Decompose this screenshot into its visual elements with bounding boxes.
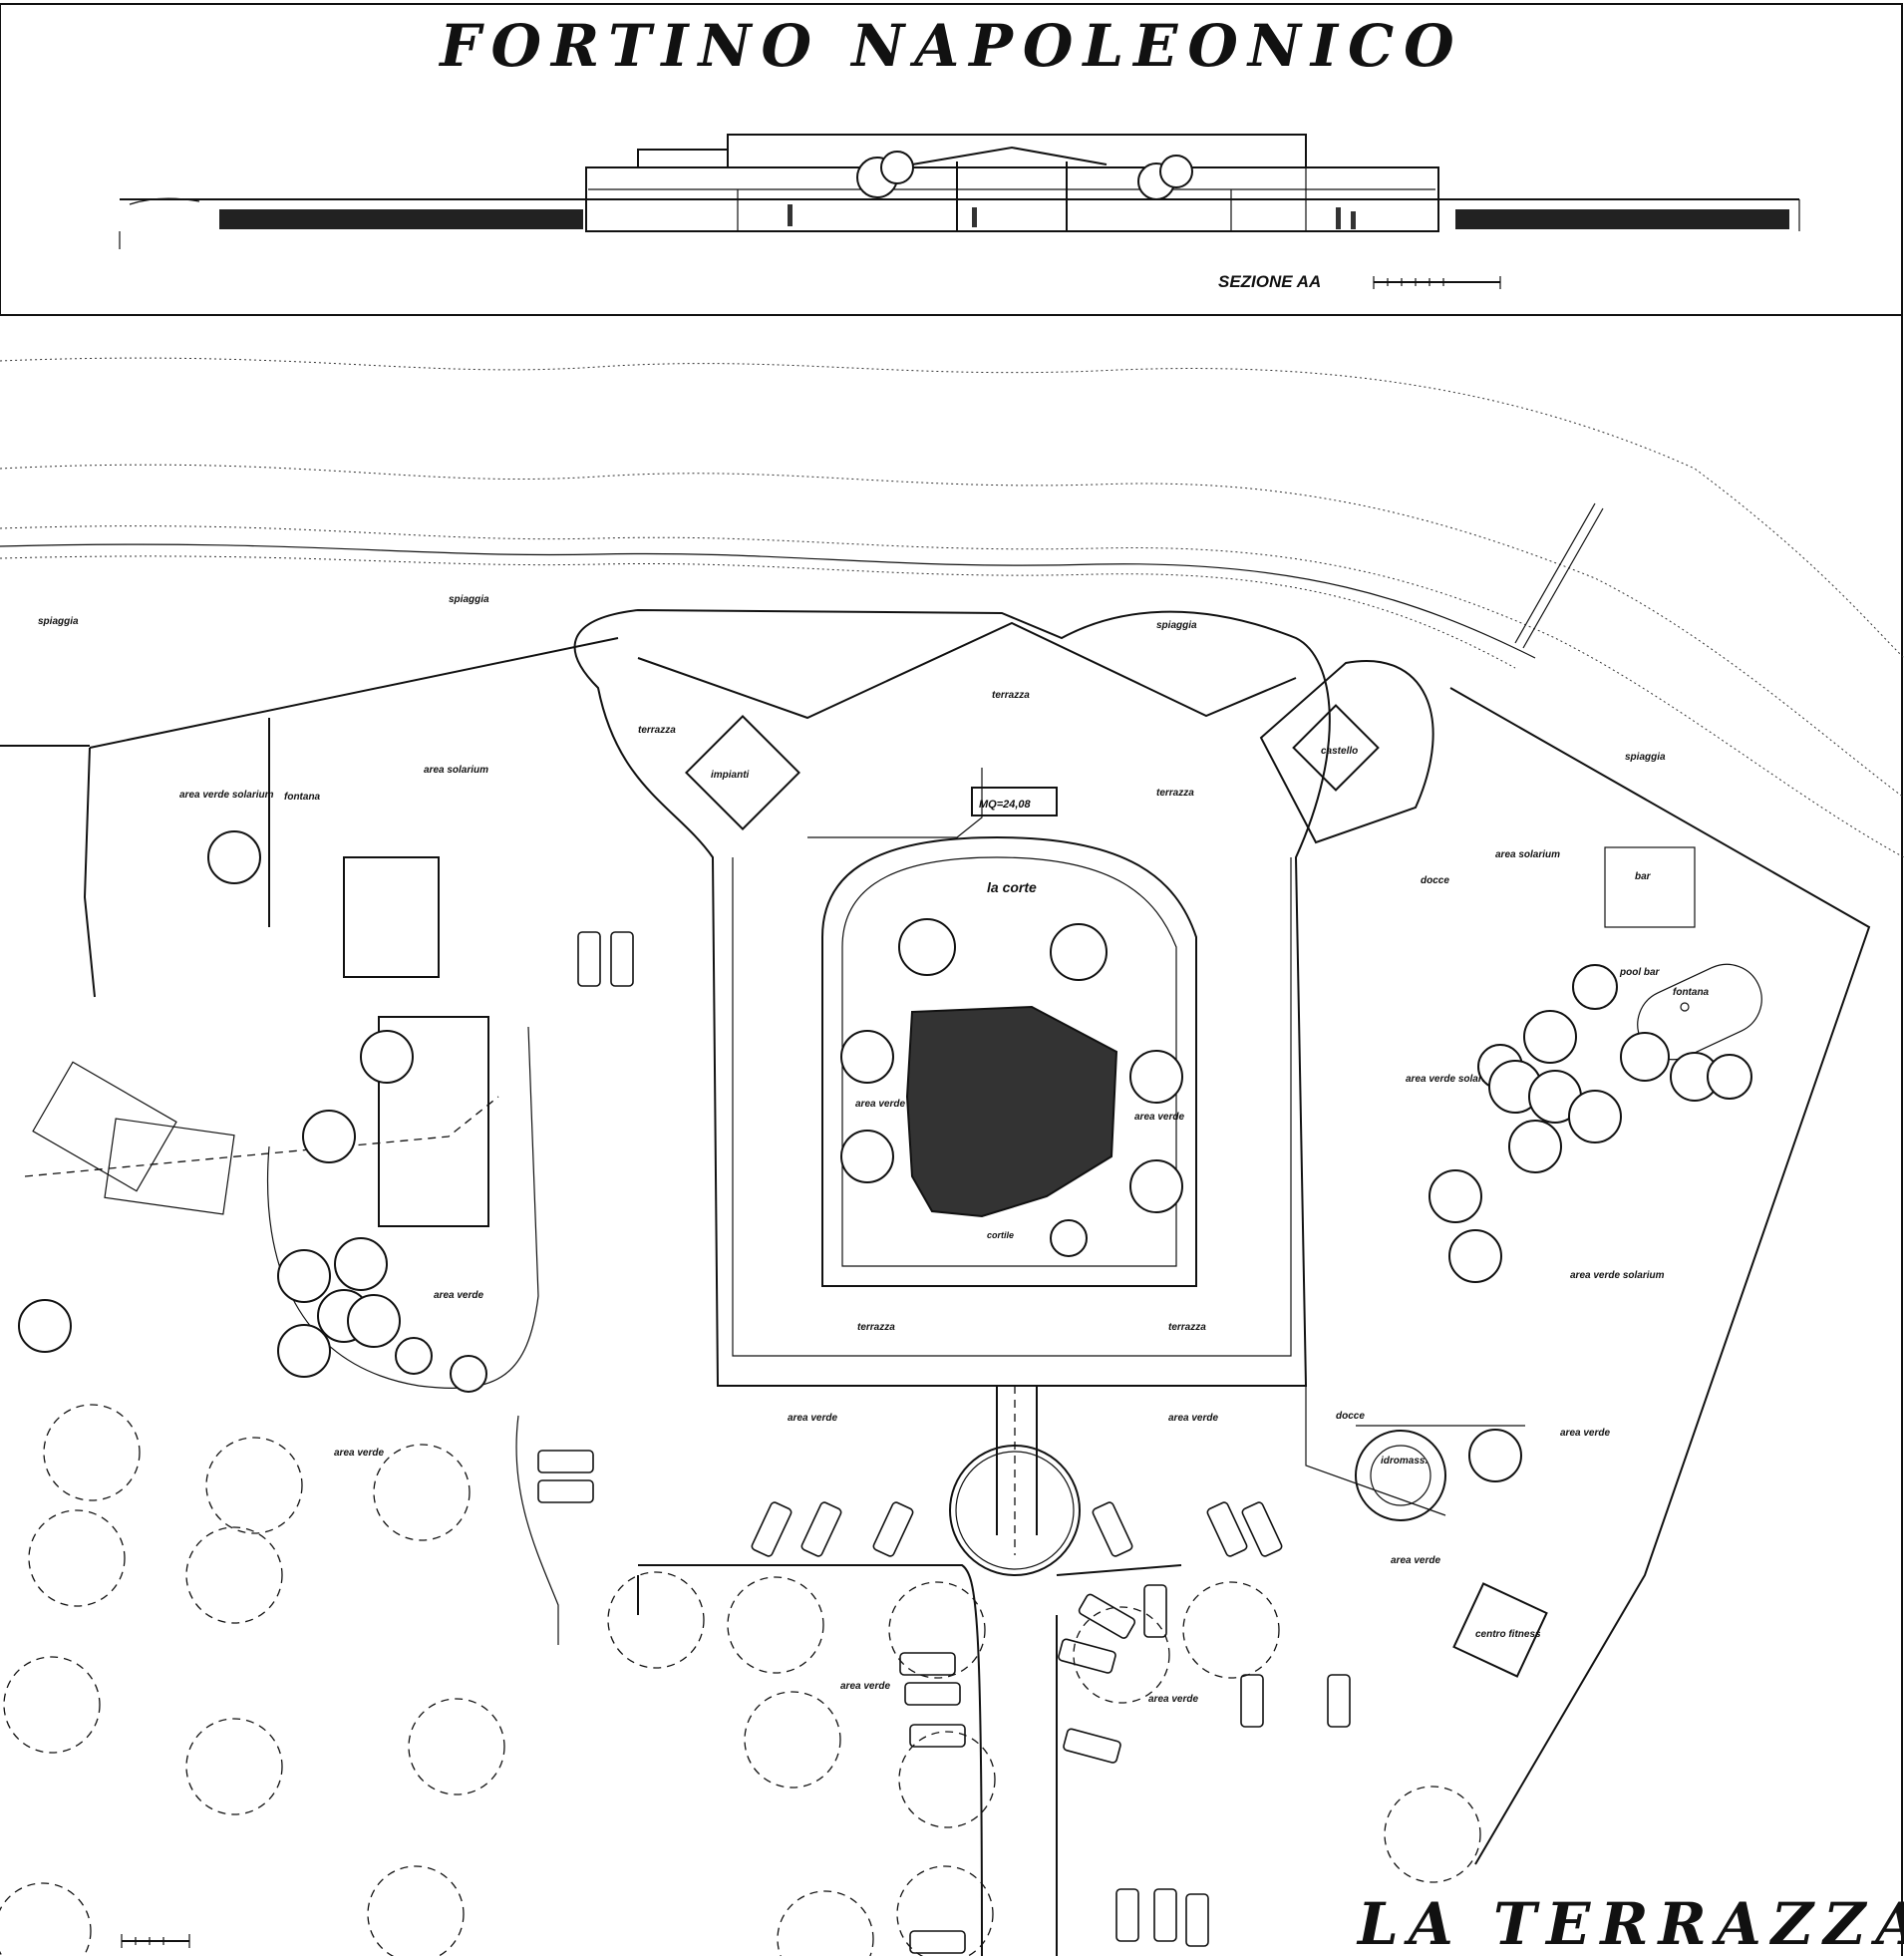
- label-terrazza-center: terrazza: [992, 690, 1030, 701]
- label-bar: bar: [1635, 871, 1652, 882]
- label-area-verde-bottom-left1: area verde: [788, 1413, 837, 1424]
- label-area-verde-court-right: area verde: [1134, 1112, 1184, 1123]
- label-la-corte: la corte: [987, 879, 1037, 895]
- label-terrazza-bottom-left: terrazza: [857, 1322, 895, 1333]
- label-area-verde-lower-mid: area verde: [840, 1681, 890, 1692]
- label-fontana-right: fontana: [1673, 987, 1710, 998]
- right-trees: [1428, 964, 1752, 1482]
- label-fontana-left: fontana: [284, 792, 321, 803]
- centro-fitness-building: [1452, 1582, 1548, 1678]
- label-area-verde-solarium-right2: area verde solarium: [1570, 1270, 1665, 1281]
- plan-scale-bar: [121, 1934, 190, 1948]
- label-area-verde-bottom-right: area verde: [1168, 1413, 1218, 1424]
- label-area-verde-bottom-left2: area verde: [334, 1448, 384, 1459]
- label-impianti: impianti: [711, 770, 750, 781]
- label-spiaggia-3: spiaggia: [1156, 620, 1197, 631]
- label-terrazza-bottom-right: terrazza: [1168, 1322, 1206, 1333]
- left-trees: [18, 830, 487, 1393]
- label-cortile: cortile: [987, 1230, 1014, 1240]
- label-area-verde-lower-right: area verde: [1148, 1694, 1198, 1705]
- plan-title: LA TERRAZZA: [1356, 1890, 1904, 1956]
- label-spiaggia-4: spiaggia: [1625, 752, 1666, 763]
- label-spiaggia-1: spiaggia: [38, 616, 79, 627]
- drawing-title: FORTINO NAPOLEONICO: [438, 12, 1463, 80]
- label-castello: castello: [1321, 746, 1358, 757]
- central-building-roof: [905, 1005, 1118, 1218]
- dashed-tree-canopies: [0, 1404, 1481, 1956]
- court-trees: [840, 918, 1183, 1257]
- label-spiaggia-2: spiaggia: [449, 594, 489, 605]
- castello-area: [1259, 660, 1434, 844]
- section-aa-elevation: [119, 134, 1800, 249]
- label-area-mq: MQ=24,08: [979, 799, 1032, 811]
- label-terrazza-left: terrazza: [638, 725, 676, 736]
- section-scale-bar: [1373, 276, 1501, 289]
- label-area-solarium-left: area solarium: [424, 765, 488, 776]
- label-docce-bottom: docce: [1336, 1411, 1365, 1422]
- label-docce-right: docce: [1421, 875, 1449, 886]
- area-mq-box: [971, 787, 1058, 816]
- access-roads: [515, 1386, 1182, 1956]
- label-centro-fitness: centro fitness: [1475, 1629, 1541, 1640]
- parking: [537, 931, 1351, 1954]
- label-area-verde-court-left: area verde: [855, 1099, 905, 1110]
- label-area-verde-left: area verde: [434, 1290, 483, 1301]
- left-solarium-area: [0, 637, 619, 1389]
- label-terrazza-right: terrazza: [1156, 788, 1194, 799]
- label-area-verde-solarium-left: area verde solarium: [179, 790, 274, 801]
- label-area-solarium-right: area solarium: [1495, 849, 1560, 860]
- section-frame: [0, 3, 1903, 316]
- label-idromassaggio: idromass.: [1381, 1456, 1428, 1467]
- label-area-verde-solarium-right1: area verde solarium: [1406, 1074, 1500, 1085]
- fort-terrace: [573, 608, 1331, 1535]
- label-pool-bar: pool bar: [1619, 967, 1661, 978]
- section-label: SEZIONE AA: [1218, 272, 1321, 291]
- idromassaggio-pool: [1355, 1430, 1446, 1521]
- label-area-verde-right: area verde: [1560, 1428, 1610, 1439]
- shoreline-contours: [0, 357, 1904, 858]
- label-area-verde-fitness: area verde: [1391, 1555, 1440, 1566]
- impianti-box: [685, 715, 800, 830]
